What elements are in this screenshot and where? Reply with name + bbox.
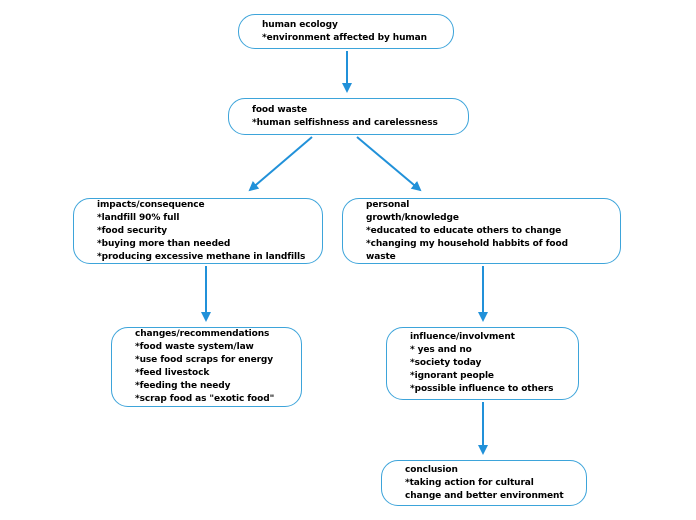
node-human-ecology[interactable]: human ecology *environment affected by h… xyxy=(238,14,454,49)
node-text-line: *ignorant people xyxy=(410,371,494,381)
node-impacts-consequence[interactable]: impacts/consequence *landfill 90% full *… xyxy=(73,198,323,264)
node-text-line: *use food scraps for energy xyxy=(135,355,274,365)
node-text-line: *human selfishness and carelessness xyxy=(252,117,438,128)
node-food-waste[interactable]: food waste *human selfishness and carele… xyxy=(228,98,469,135)
node-text-line: *possible influence to others xyxy=(410,384,554,394)
node-text-line: *changing my household habbits of food xyxy=(366,238,568,249)
node-text-line: impacts/consequence xyxy=(97,199,205,210)
node-text-line: growth/knowledge xyxy=(366,212,459,223)
node-text-line: *food security xyxy=(97,225,168,236)
node-text-line: *buying more than needed xyxy=(97,238,231,249)
node-changes-recommendations[interactable]: changes/recommendations *food waste syst… xyxy=(111,327,302,407)
edge-food-waste-to-personal-growth-knowledge xyxy=(356,136,422,192)
node-text-line: *landfill 90% full xyxy=(97,212,180,223)
node-text-line: *producing excessive methane in landfill… xyxy=(97,251,306,262)
node-text-line: waste xyxy=(366,251,396,262)
node-text-line: changes/recommendations xyxy=(135,329,270,339)
node-text-line: *scrap food as "exotic food" xyxy=(135,394,275,404)
node-text-line: *educated to educate others to change xyxy=(366,225,562,236)
edge-food-waste-to-impacts-consequence xyxy=(248,136,313,192)
node-text-line: influence/involvment xyxy=(410,332,515,342)
node-conclusion[interactable]: conclusion *taking action for cultural c… xyxy=(381,460,587,506)
node-text-line: *taking action for cultural xyxy=(405,477,534,488)
node-text-line: food waste xyxy=(252,104,308,115)
node-text-line: conclusion xyxy=(405,464,458,475)
node-text-line: * yes and no xyxy=(410,345,472,355)
node-text-line: personal xyxy=(366,199,410,210)
node-personal-growth-knowledge[interactable]: personal growth/knowledge *educated to e… xyxy=(342,198,621,264)
node-text-line: *feeding the needy xyxy=(135,381,231,391)
node-text-line: *feed livestock xyxy=(135,368,210,378)
node-influence-involvment[interactable]: influence/involvment * yes and no *socie… xyxy=(386,327,579,400)
node-text-line: *environment affected by human xyxy=(262,32,427,43)
node-text-line: *society today xyxy=(410,358,482,368)
node-text-line: *food waste system/law xyxy=(135,342,254,352)
node-text-line: human ecology xyxy=(262,19,338,30)
node-text-line: change and better environment xyxy=(405,490,564,501)
